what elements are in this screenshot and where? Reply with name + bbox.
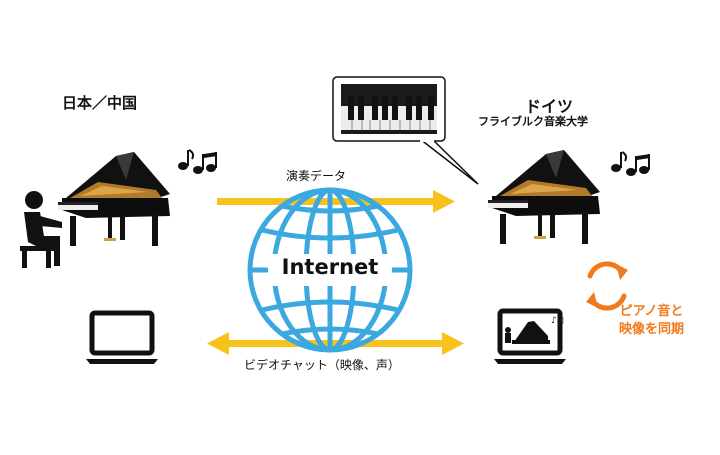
performance-data-label: 演奏データ [286,169,347,183]
laptop-icon-right: ♪♫ [494,308,566,364]
left-location-label: 日本／中国 [62,94,138,112]
performance-data-arrow [217,190,455,213]
music-note-icon-left [177,149,218,175]
sync-label-line2: 映像を同期 [619,322,685,337]
pianist-icon [20,191,62,268]
music-note-icon-right [610,151,651,177]
sync-label: ピアノ音と 映像を同期 [619,303,684,339]
internet-label: Internet [281,255,379,279]
video-chat-label: ビデオチャット（映像、声） [244,358,400,372]
sync-label-line1: ピアノ音と [619,304,684,319]
laptop-icon-left [86,313,158,364]
right-location-label: ドイツ [525,97,574,116]
grand-piano-icon-left [58,152,170,246]
svg-text:♪♫: ♪♫ [551,316,565,326]
keyboard-closeup-icon [332,76,479,185]
university-label: フライブルク音楽大学 [478,115,588,128]
sync-icon [586,261,628,311]
grand-piano-icon-right [488,150,600,244]
video-chat-arrow [207,332,464,355]
